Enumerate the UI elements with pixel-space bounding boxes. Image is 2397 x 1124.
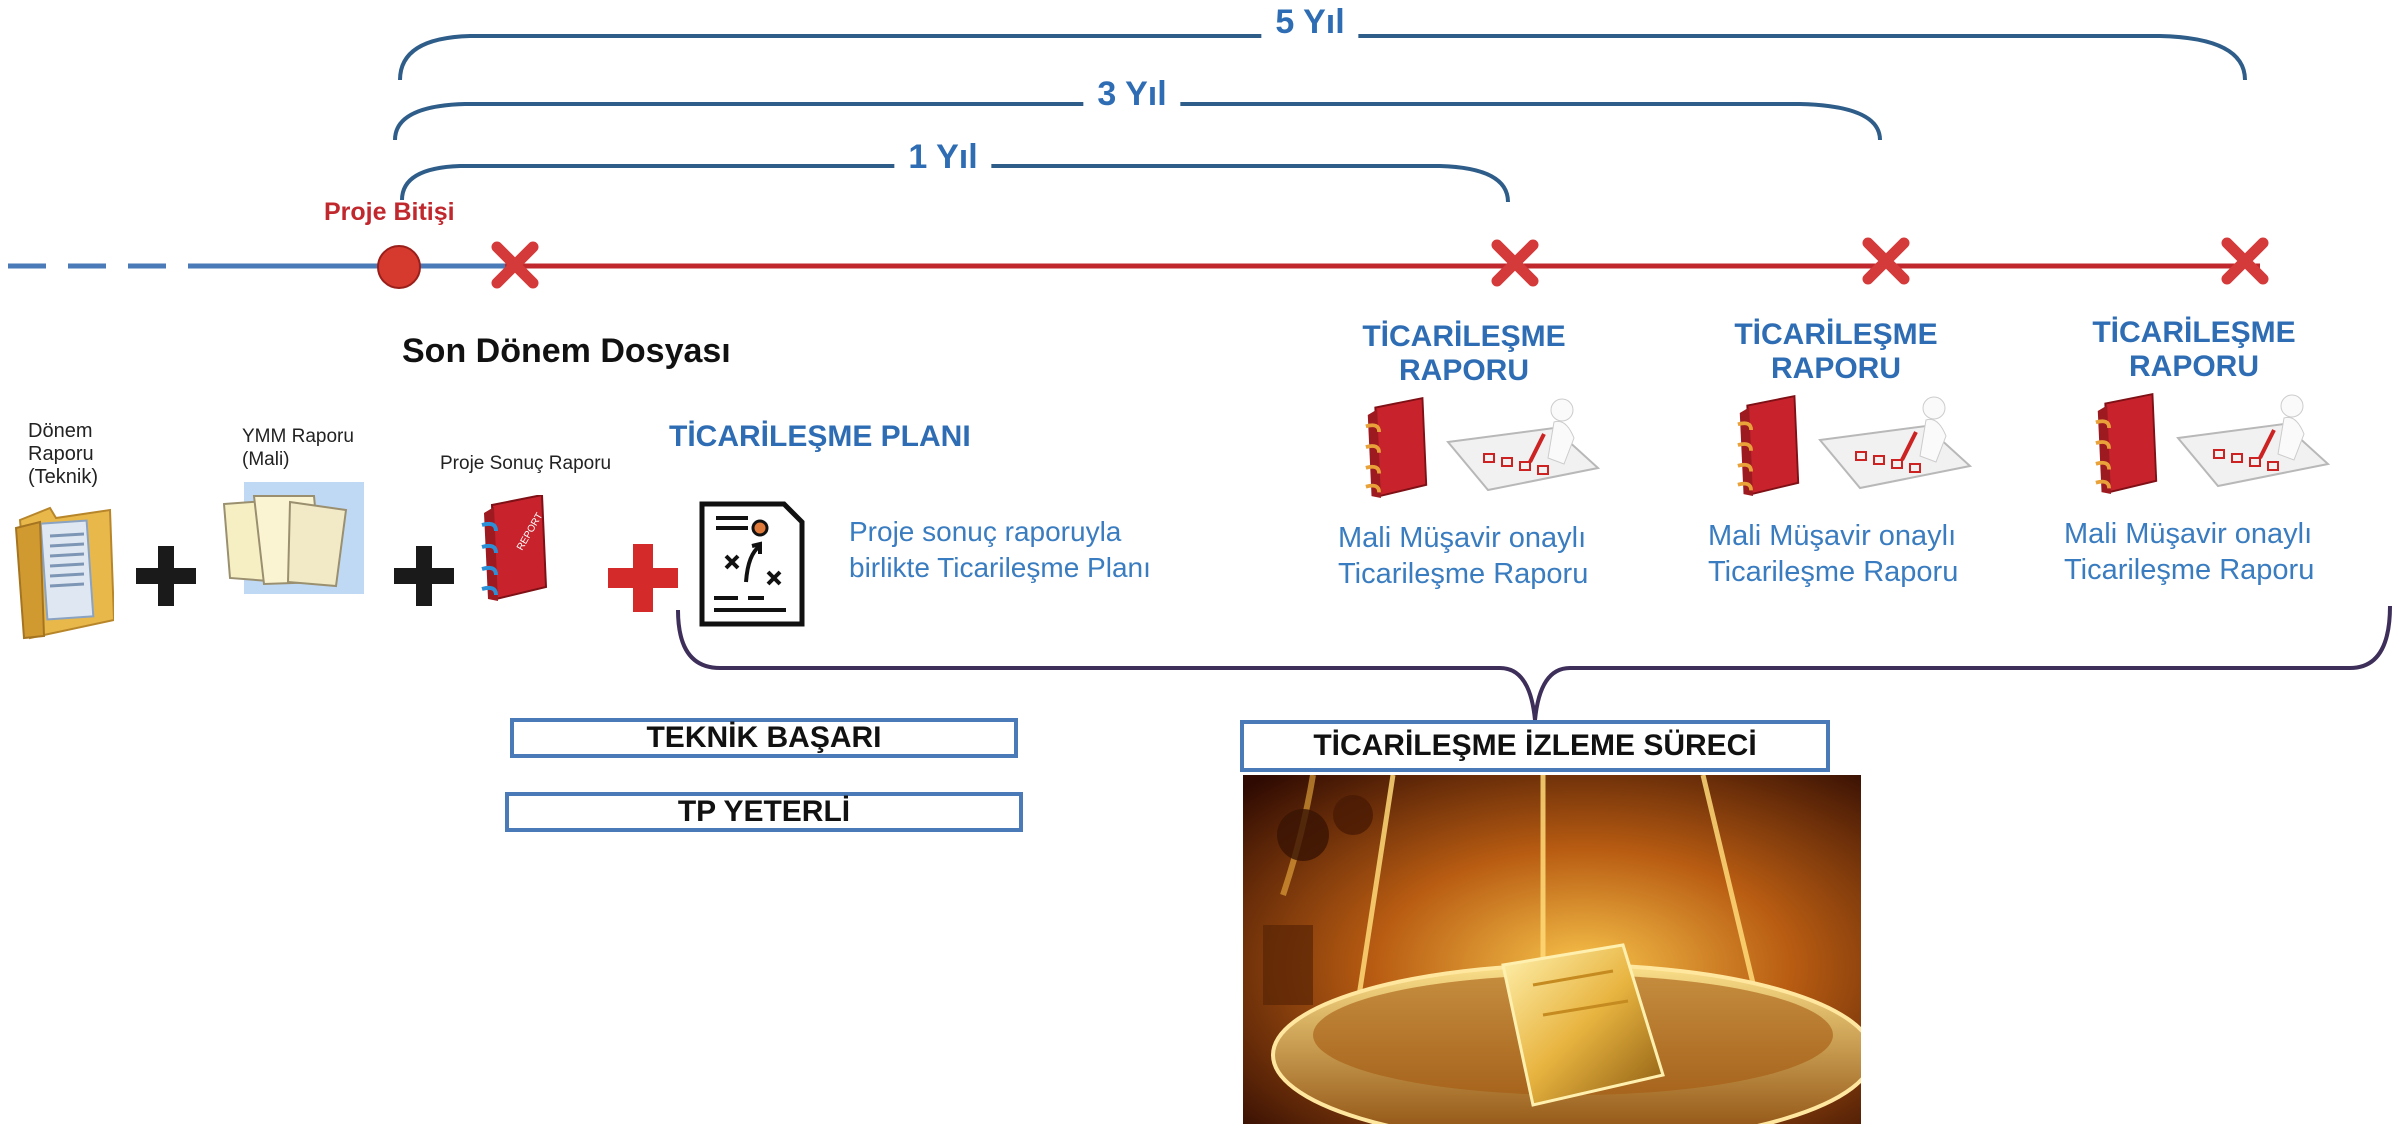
report-title: TİCARİLEŞME RAPORU xyxy=(2092,316,2296,383)
monitoring-brace xyxy=(676,605,2392,721)
report-book-icon: REPORT xyxy=(481,495,548,601)
monitoring-process-box: TİCARİLEŞME İZLEME SÜRECİ xyxy=(1240,720,1830,772)
x-marker-year-3 xyxy=(1862,237,1910,285)
checklist-person-icon xyxy=(2176,394,2331,488)
commercialization-report-year-5: TİCARİLEŞME RAPORU Mali Müşavir onaylı T… xyxy=(2064,316,2394,596)
report-description: Mali Müşavir onaylı Ticarileşme Raporu xyxy=(1708,520,1959,588)
plus-icon-2 xyxy=(394,546,454,606)
plus-red-icon xyxy=(608,544,678,612)
brace-1-label: 1 Yıl xyxy=(894,137,992,177)
brace-5-years xyxy=(398,34,2247,81)
x-marker-year-1 xyxy=(1491,239,1539,287)
x-marker-start xyxy=(491,241,539,289)
report-book-icon xyxy=(1737,394,1800,497)
plus-icon-1 xyxy=(136,546,196,606)
x-marker-year-5 xyxy=(2221,237,2269,285)
final-file-title: Son Dönem Dosyası xyxy=(402,332,731,370)
checklist-person-icon xyxy=(1818,396,1973,490)
report-title: TİCARİLEŞME RAPORU xyxy=(1734,318,1938,385)
plan-title: TİCARİLEŞME PLANI xyxy=(669,420,971,453)
project-result-report-label: Proje Sonuç Raporu xyxy=(440,453,612,474)
papers-folder-icon xyxy=(222,482,364,594)
project-end-label: Proje Bitişi xyxy=(324,198,455,226)
gold-scale-image xyxy=(1243,775,1861,1124)
brace-3-years xyxy=(393,102,1882,141)
period-report-label: Dönem Raporu (Teknik) xyxy=(28,420,99,488)
report-title: TİCARİLEŞME RAPORU xyxy=(1362,320,1566,387)
plan-description: Proje sonuç raporuyla birlikte Ticarileş… xyxy=(849,516,1151,583)
report-description: Mali Müşavir onaylı Ticarileşme Raporu xyxy=(1338,522,1589,590)
checklist-person-icon xyxy=(1446,398,1601,492)
report-book-icon xyxy=(2095,392,2158,495)
tp-sufficient-box: TP YETERLİ xyxy=(505,792,1023,832)
folder-icon xyxy=(14,506,114,640)
project-end-marker xyxy=(377,245,421,289)
strategy-plan-icon xyxy=(699,501,805,627)
report-description: Mali Müşavir onaylı Ticarileşme Raporu xyxy=(2064,518,2315,586)
technical-success-box: TEKNİK BAŞARI xyxy=(510,718,1018,758)
commercialization-report-year-3: TİCARİLEŞME RAPORU Mali Müşavir onaylı T… xyxy=(1708,318,2066,598)
brace-3-label: 3 Yıl xyxy=(1083,74,1181,114)
ymm-report-label: YMM Raporu (Mali) xyxy=(242,426,354,470)
commercialization-report-year-1: TİCARİLEŞME RAPORU Mali Müşavir onaylı T… xyxy=(1338,320,1694,600)
report-book-icon xyxy=(1365,396,1428,499)
brace-5-label: 5 Yıl xyxy=(1261,2,1359,42)
